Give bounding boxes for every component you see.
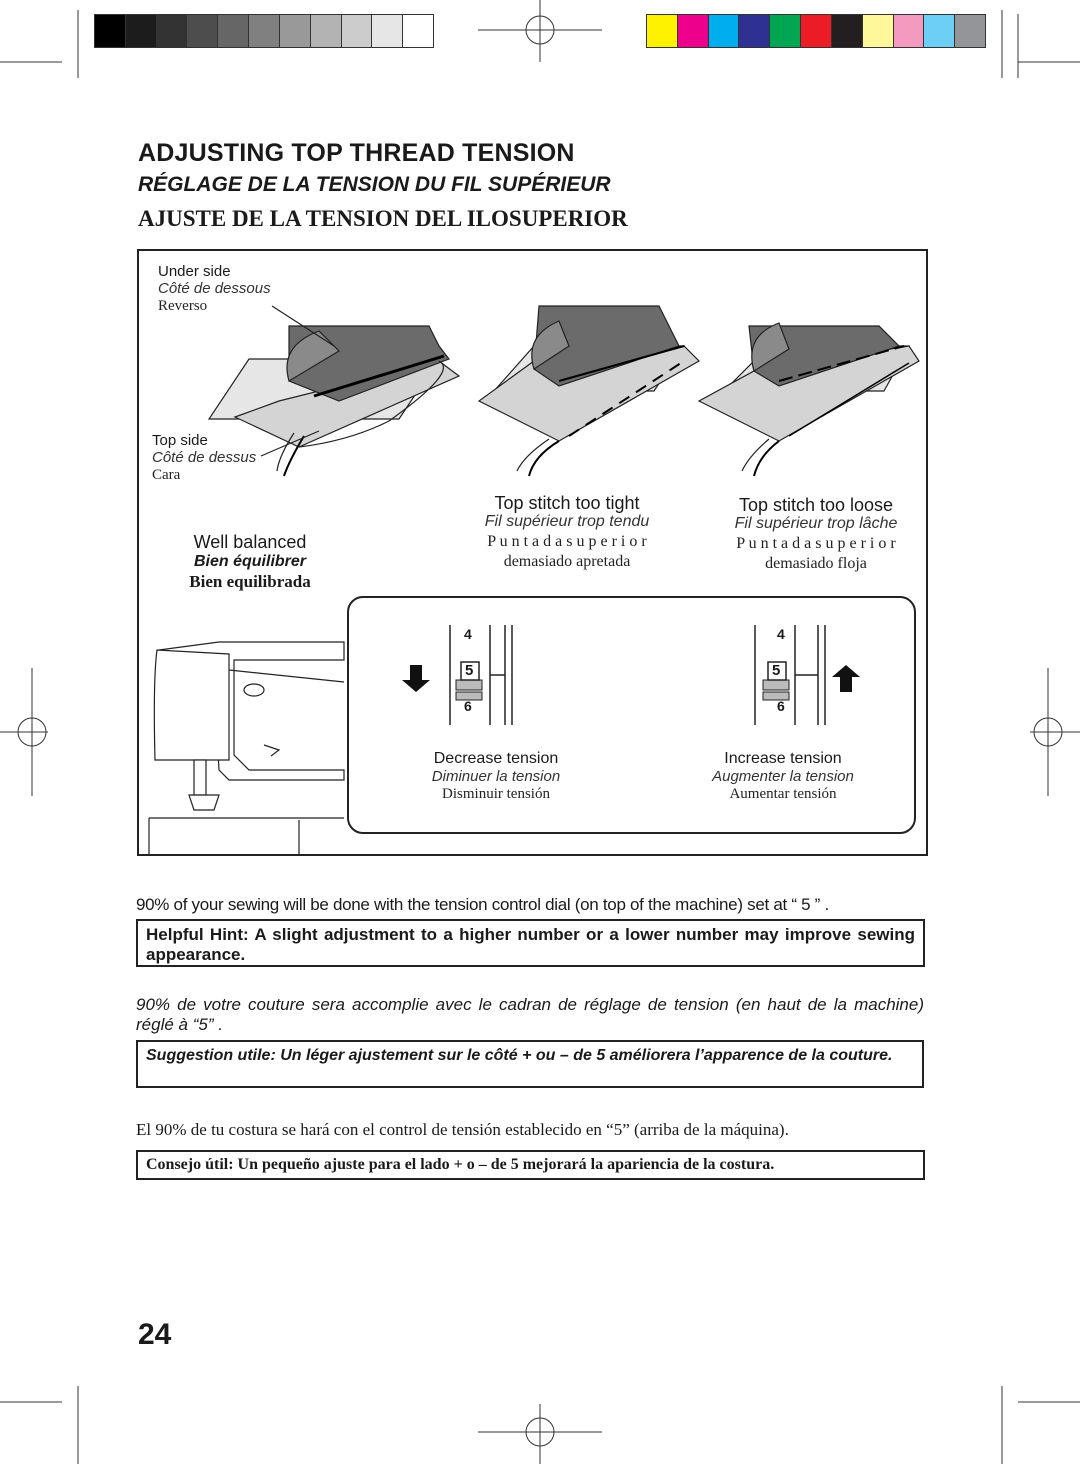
right-dial-5: 5 bbox=[772, 662, 781, 679]
tension-illustration-box bbox=[137, 249, 928, 856]
color-swatch bbox=[739, 15, 771, 47]
top-side-label-en: Top side bbox=[152, 432, 208, 449]
sewing-machine-icon bbox=[148, 641, 345, 854]
gray-swatch bbox=[218, 15, 250, 47]
color-swatch bbox=[831, 15, 863, 47]
title-english: ADJUSTING TOP THREAD TENSION bbox=[138, 139, 575, 167]
left-dial-5: 5 bbox=[465, 662, 474, 679]
french-helpful-hint: Suggestion utile: Un léger ajustement su… bbox=[136, 1040, 924, 1088]
too-tight-en: Top stitch too tight bbox=[494, 493, 640, 513]
under-side-label-es: Reverso bbox=[158, 298, 208, 314]
too-loose-en: Top stitch too loose bbox=[738, 495, 894, 515]
english-helpful-hint: Helpful Hint: A slight adjustment to a h… bbox=[136, 919, 925, 967]
color-swatch bbox=[924, 15, 956, 47]
color-swatch bbox=[862, 15, 894, 47]
tension-dials bbox=[402, 625, 860, 725]
too-loose-fr: Fil supérieur trop lâche bbox=[734, 515, 898, 532]
too-tight-fr: Fil supérieur trop tendu bbox=[484, 513, 650, 530]
well-balanced-fr: Bien équilibrer bbox=[193, 553, 307, 570]
gray-swatch bbox=[156, 15, 188, 47]
top-side-label-es: Cara bbox=[152, 467, 181, 483]
left-dial-4: 4 bbox=[464, 626, 472, 642]
top-side-label-fr: Côté de dessus bbox=[152, 449, 257, 466]
under-side-label-fr: Côté de dessous bbox=[158, 280, 271, 297]
under-side-label-en: Under side bbox=[158, 263, 231, 280]
color-calibration-bar bbox=[646, 14, 986, 48]
right-dial-6: 6 bbox=[777, 698, 785, 714]
too-tight-es-line2: demasiado apretada bbox=[503, 553, 631, 570]
title-spanish: AJUSTE DE LA TENSION DEL ILOSUPERIOR bbox=[138, 206, 628, 231]
color-swatch bbox=[708, 15, 740, 47]
french-paragraph: 90% de votre couture sera accomplie avec… bbox=[136, 995, 924, 1034]
gray-swatch bbox=[341, 15, 373, 47]
spanish-helpful-hint: Consejo útil: Un pequeño ajuste para el … bbox=[136, 1150, 925, 1180]
fabric-stitch-illustrations bbox=[207, 305, 920, 477]
increase-tension-fr: Augmenter la tension bbox=[712, 768, 854, 785]
gray-swatch bbox=[187, 15, 219, 47]
color-swatch bbox=[801, 15, 832, 47]
color-swatch bbox=[770, 15, 802, 47]
decrease-tension-fr: Diminuer la tension bbox=[431, 768, 561, 785]
color-swatch bbox=[955, 15, 985, 47]
too-loose-es-line2: demasiado floja bbox=[765, 555, 867, 572]
too-tight-es-line1: P u n t a d a s u p e r i o r bbox=[487, 533, 647, 550]
tension-dial-panel bbox=[347, 596, 916, 834]
title-french: RÉGLAGE DE LA TENSION DU FIL SUPÉRIEUR bbox=[138, 173, 611, 196]
too-loose-es-line1: P u n t a d a s u p e r i o r bbox=[736, 535, 896, 552]
increase-tension-es: Aumentar tensión bbox=[729, 786, 837, 802]
color-swatch bbox=[647, 15, 678, 47]
gray-swatch bbox=[310, 15, 342, 47]
gray-swatch bbox=[403, 15, 433, 47]
right-dial-4: 4 bbox=[777, 626, 785, 642]
increase-tension-en: Increase tension bbox=[724, 750, 842, 767]
decrease-tension-es: Disminuir tensión bbox=[442, 786, 550, 802]
english-paragraph: 90% of your sewing will be done with the… bbox=[136, 895, 829, 914]
gray-swatch bbox=[279, 15, 311, 47]
color-swatch bbox=[893, 15, 925, 47]
color-swatch bbox=[677, 15, 709, 47]
well-balanced-es: Bien equilibrada bbox=[189, 572, 311, 591]
decrease-tension-en: Decrease tension bbox=[433, 750, 559, 767]
gray-swatch bbox=[125, 15, 157, 47]
gray-swatch bbox=[95, 15, 126, 47]
left-dial-6: 6 bbox=[464, 698, 472, 714]
grayscale-calibration-bar bbox=[94, 14, 434, 48]
gray-swatch bbox=[372, 15, 404, 47]
gray-swatch bbox=[249, 15, 280, 47]
well-balanced-en: Well balanced bbox=[193, 532, 307, 552]
spanish-paragraph: El 90% de tu costura se hará con el cont… bbox=[136, 1120, 789, 1139]
page-number: 24 bbox=[138, 1318, 172, 1351]
